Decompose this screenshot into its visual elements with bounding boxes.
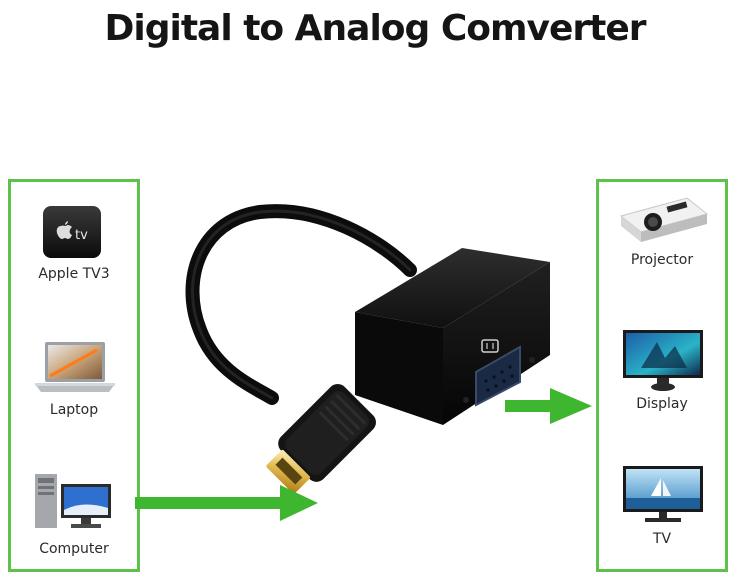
svg-text:tv: tv	[75, 228, 88, 243]
output-devices-panel: Projector Display	[596, 179, 728, 572]
apple-tv-icon: tv	[41, 204, 103, 260]
vga-adapter-box	[355, 248, 550, 425]
source-devices-panel: tv Apple TV3 Laptop	[8, 179, 140, 572]
tv-icon	[621, 464, 705, 526]
output-label-display: Display	[636, 396, 688, 412]
hdmi-plug	[266, 384, 376, 494]
computer-icon	[33, 470, 115, 532]
projector-icon	[617, 192, 709, 248]
laptop-icon	[35, 338, 115, 396]
display-icon	[621, 328, 705, 392]
output-arrow	[505, 388, 592, 424]
source-label-laptop: Laptop	[49, 402, 99, 418]
source-label-computer: Computer	[39, 541, 109, 557]
output-label-tv: TV	[652, 531, 672, 547]
source-label-apple-tv: Apple TV3	[38, 266, 110, 282]
page-title: Digital to Analog Comverter	[104, 8, 646, 49]
output-label-projector: Projector	[630, 252, 694, 268]
input-arrow	[135, 485, 318, 521]
